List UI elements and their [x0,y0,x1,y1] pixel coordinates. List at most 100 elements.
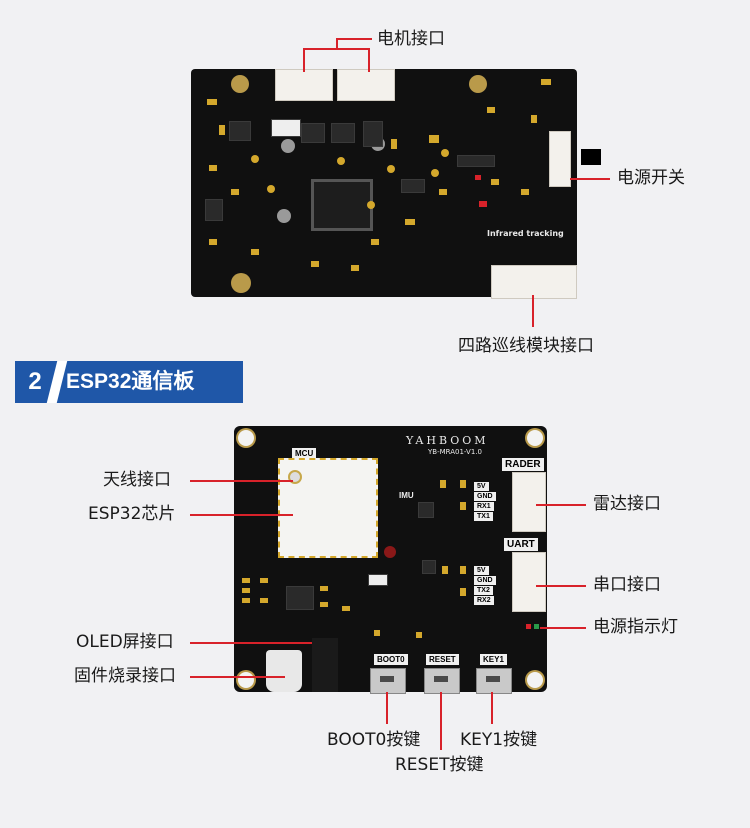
motor-connector-right [337,69,395,101]
mcu-silk-label: MCU [292,448,317,459]
key1-key-label: KEY1按键 [460,730,538,750]
mount-hole [281,139,295,153]
via [387,165,395,173]
firmware-callout-line [190,676,285,678]
power-switch [549,131,571,187]
uart-silk-label: UART [504,538,538,551]
smd-pad [260,578,268,583]
logic-chip [401,179,425,193]
smd-pad [311,261,319,267]
smd-pad [219,125,225,135]
key1-button[interactable] [476,668,512,694]
radar-connector [512,472,546,532]
motor-callout-line [368,48,370,72]
esp32-module [278,458,378,558]
mount-hole [238,430,254,446]
rader-pin-rx1: RX1 [474,502,494,511]
mount-hole [238,672,254,688]
usb-c-port [266,650,302,692]
smd-pad [416,632,422,638]
smd-pad [487,107,495,113]
smd-pad [242,588,250,593]
motor-callout-line [336,38,338,49]
boot0-button-cap [380,676,394,682]
motor-callout-line [303,48,305,72]
imu-silk-label: IMU [399,491,414,500]
boot0-silk-label: BOOT0 [374,654,408,665]
smd-pad [440,480,446,488]
regulator-chip [368,574,388,586]
tracking-callout-line [532,295,534,327]
chip-callout-line [190,514,293,516]
boot0-button[interactable] [370,668,406,694]
antenna-interface-label: 天线接口 [103,470,171,490]
power-switch-lever[interactable] [581,149,601,165]
esp32-comm-board: YAHBOOM YB-MRA01-V1.0 MCU IMU RADER 5V G… [234,426,547,694]
boot0-callout-line [386,692,388,724]
mount-hole [277,209,291,223]
driver-chip [331,123,355,143]
brand-logo: YAHBOOM [406,434,489,447]
power-led-label: 电源指示灯 [593,617,678,637]
sensor-chip [229,121,251,141]
esp32-chip-label: ESP32芯片 [88,504,176,524]
smd-pad [531,115,537,123]
motor-interface-label: 电机接口 [377,29,445,49]
smd-pad [320,586,328,591]
mount-hole [231,273,251,293]
radar-callout-line [536,504,586,506]
smd-pad [460,480,466,488]
logic-chip [457,155,495,167]
smd-pad [231,189,239,195]
smd-pad [320,602,328,607]
key1-silk-label: KEY1 [480,654,507,665]
via [431,169,439,177]
smd-pad [429,135,439,143]
switch-callout-line [570,178,610,180]
section-title: ESP32通信板 [66,370,195,393]
indicator-led [479,201,487,207]
usb-serial-chip [286,586,314,610]
smd-pad [374,630,380,636]
smd-pad [491,179,499,185]
reset-button-cap [434,676,448,682]
mount-hole [231,75,249,93]
uart-pin-gnd: GND [474,576,496,585]
smd-pad [209,165,217,171]
main-mcu-chip [311,179,373,231]
driver-chip [301,123,325,143]
boot0-key-label: BOOT0按键 [327,730,421,750]
indicator-led [475,175,481,180]
serial-interface-label: 串口接口 [593,575,661,595]
motor-callout-line [336,38,372,40]
small-ic [422,560,436,574]
power-indicator-led [526,624,531,629]
via [337,157,345,165]
oled-interface-label: OLED屏接口 [76,632,174,652]
smd-pad [405,219,415,225]
smd-pad [207,99,217,105]
rader-pin-tx1: TX1 [474,512,493,521]
via [367,201,375,209]
power-chip [205,199,223,221]
uart-pin-tx2: TX2 [474,586,493,595]
antenna-callout-line [190,480,293,482]
main-control-board: Infrared tracking [191,69,601,299]
imu-chip [418,502,434,518]
mount-hole [527,430,543,446]
reset-silk-label: RESET [426,654,459,665]
radar-interface-label: 雷达接口 [593,494,661,514]
rader-pin-gnd: GND [474,492,496,501]
key1-button-cap [486,676,500,682]
smd-pad [460,566,466,574]
mount-hole [469,75,487,93]
regulator-chip [363,121,383,147]
motor-callout-line [303,48,370,50]
power-switch-label: 电源开关 [617,168,685,188]
rader-silk-label: RADER [502,458,544,471]
smd-pad [391,139,397,149]
smd-pad [260,598,268,603]
via [441,149,449,157]
smd-pad [209,239,217,245]
uart-connector [512,552,546,612]
